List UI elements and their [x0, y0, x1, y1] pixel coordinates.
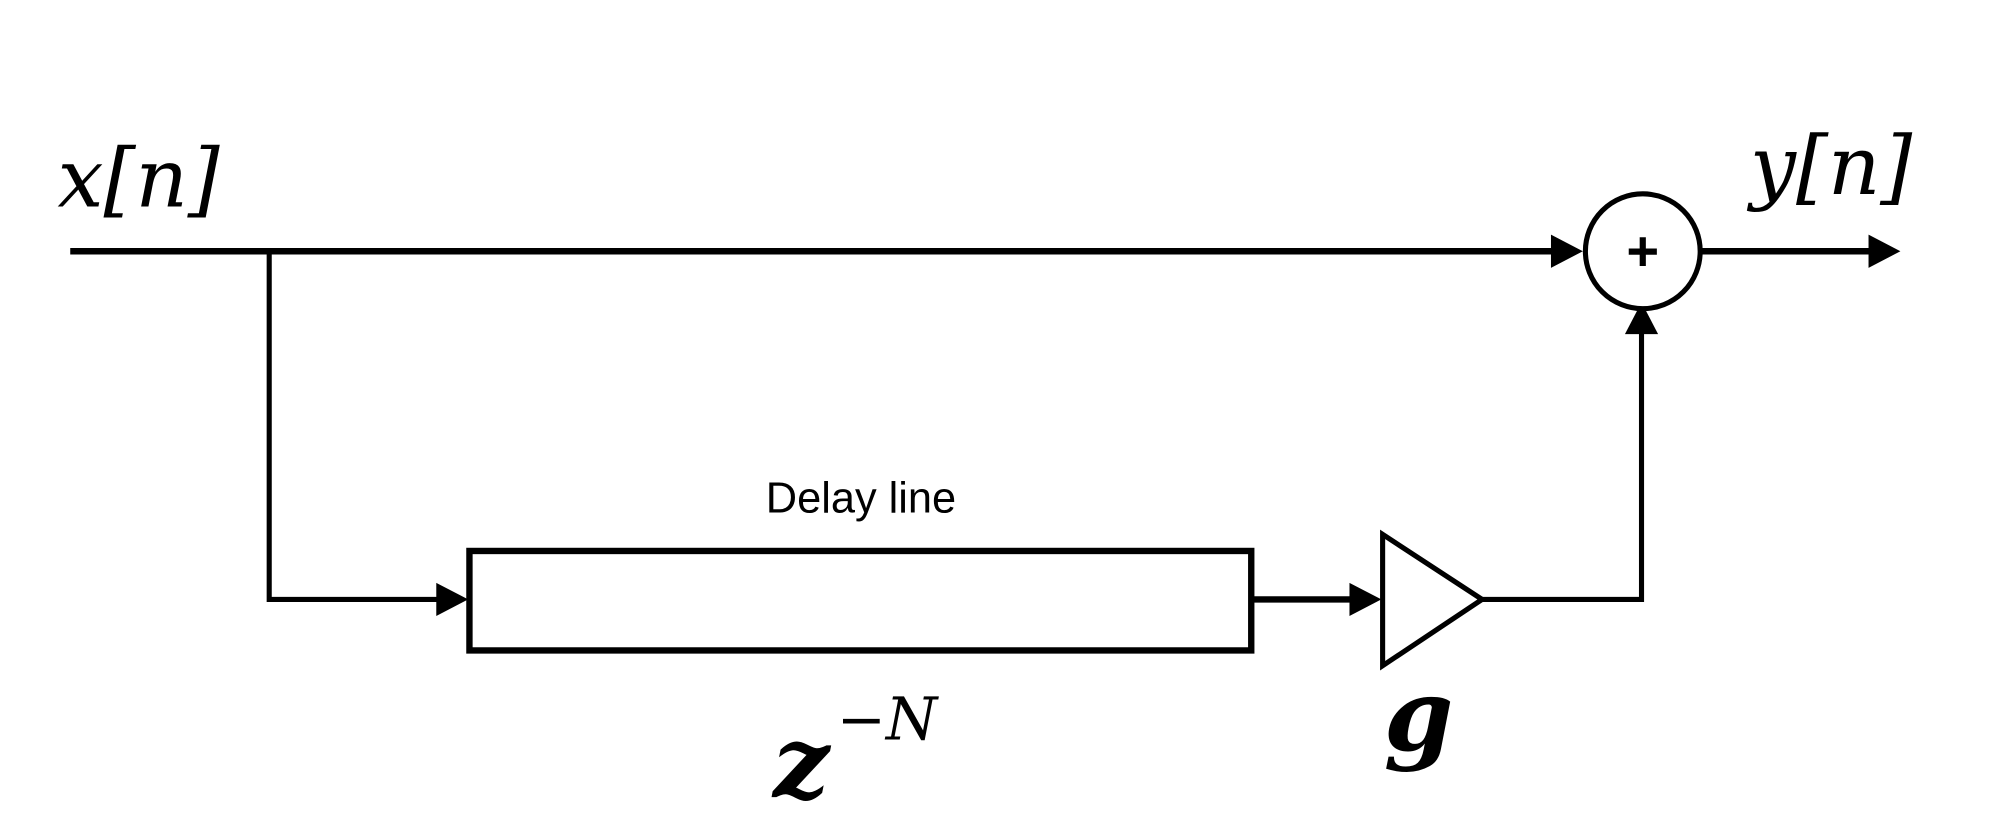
summing-junction — [1582, 191, 1703, 312]
delay-symbol-exponent: −N — [837, 686, 940, 754]
gain-label: g — [1384, 658, 1454, 774]
sum-symbol: + — [1626, 219, 1659, 282]
delay-line-label: Delay line — [766, 475, 956, 523]
delay-symbol-base: z — [771, 705, 832, 821]
output-label: y[n] — [1746, 119, 1913, 214]
output-arrow-icon — [1868, 234, 1901, 268]
branch-line — [266, 251, 441, 602]
delay-input-arrow-icon — [436, 582, 469, 617]
direct-path-arrow-icon — [1550, 234, 1583, 268]
sum-input-arrow-icon — [1624, 302, 1659, 335]
gain-amplifier — [1380, 529, 1487, 671]
delay-line-block — [466, 547, 1255, 654]
gain-input-arrow-icon — [1349, 582, 1382, 617]
input-label: x[n] — [57, 132, 219, 227]
feedforward-return-line — [1482, 329, 1645, 602]
